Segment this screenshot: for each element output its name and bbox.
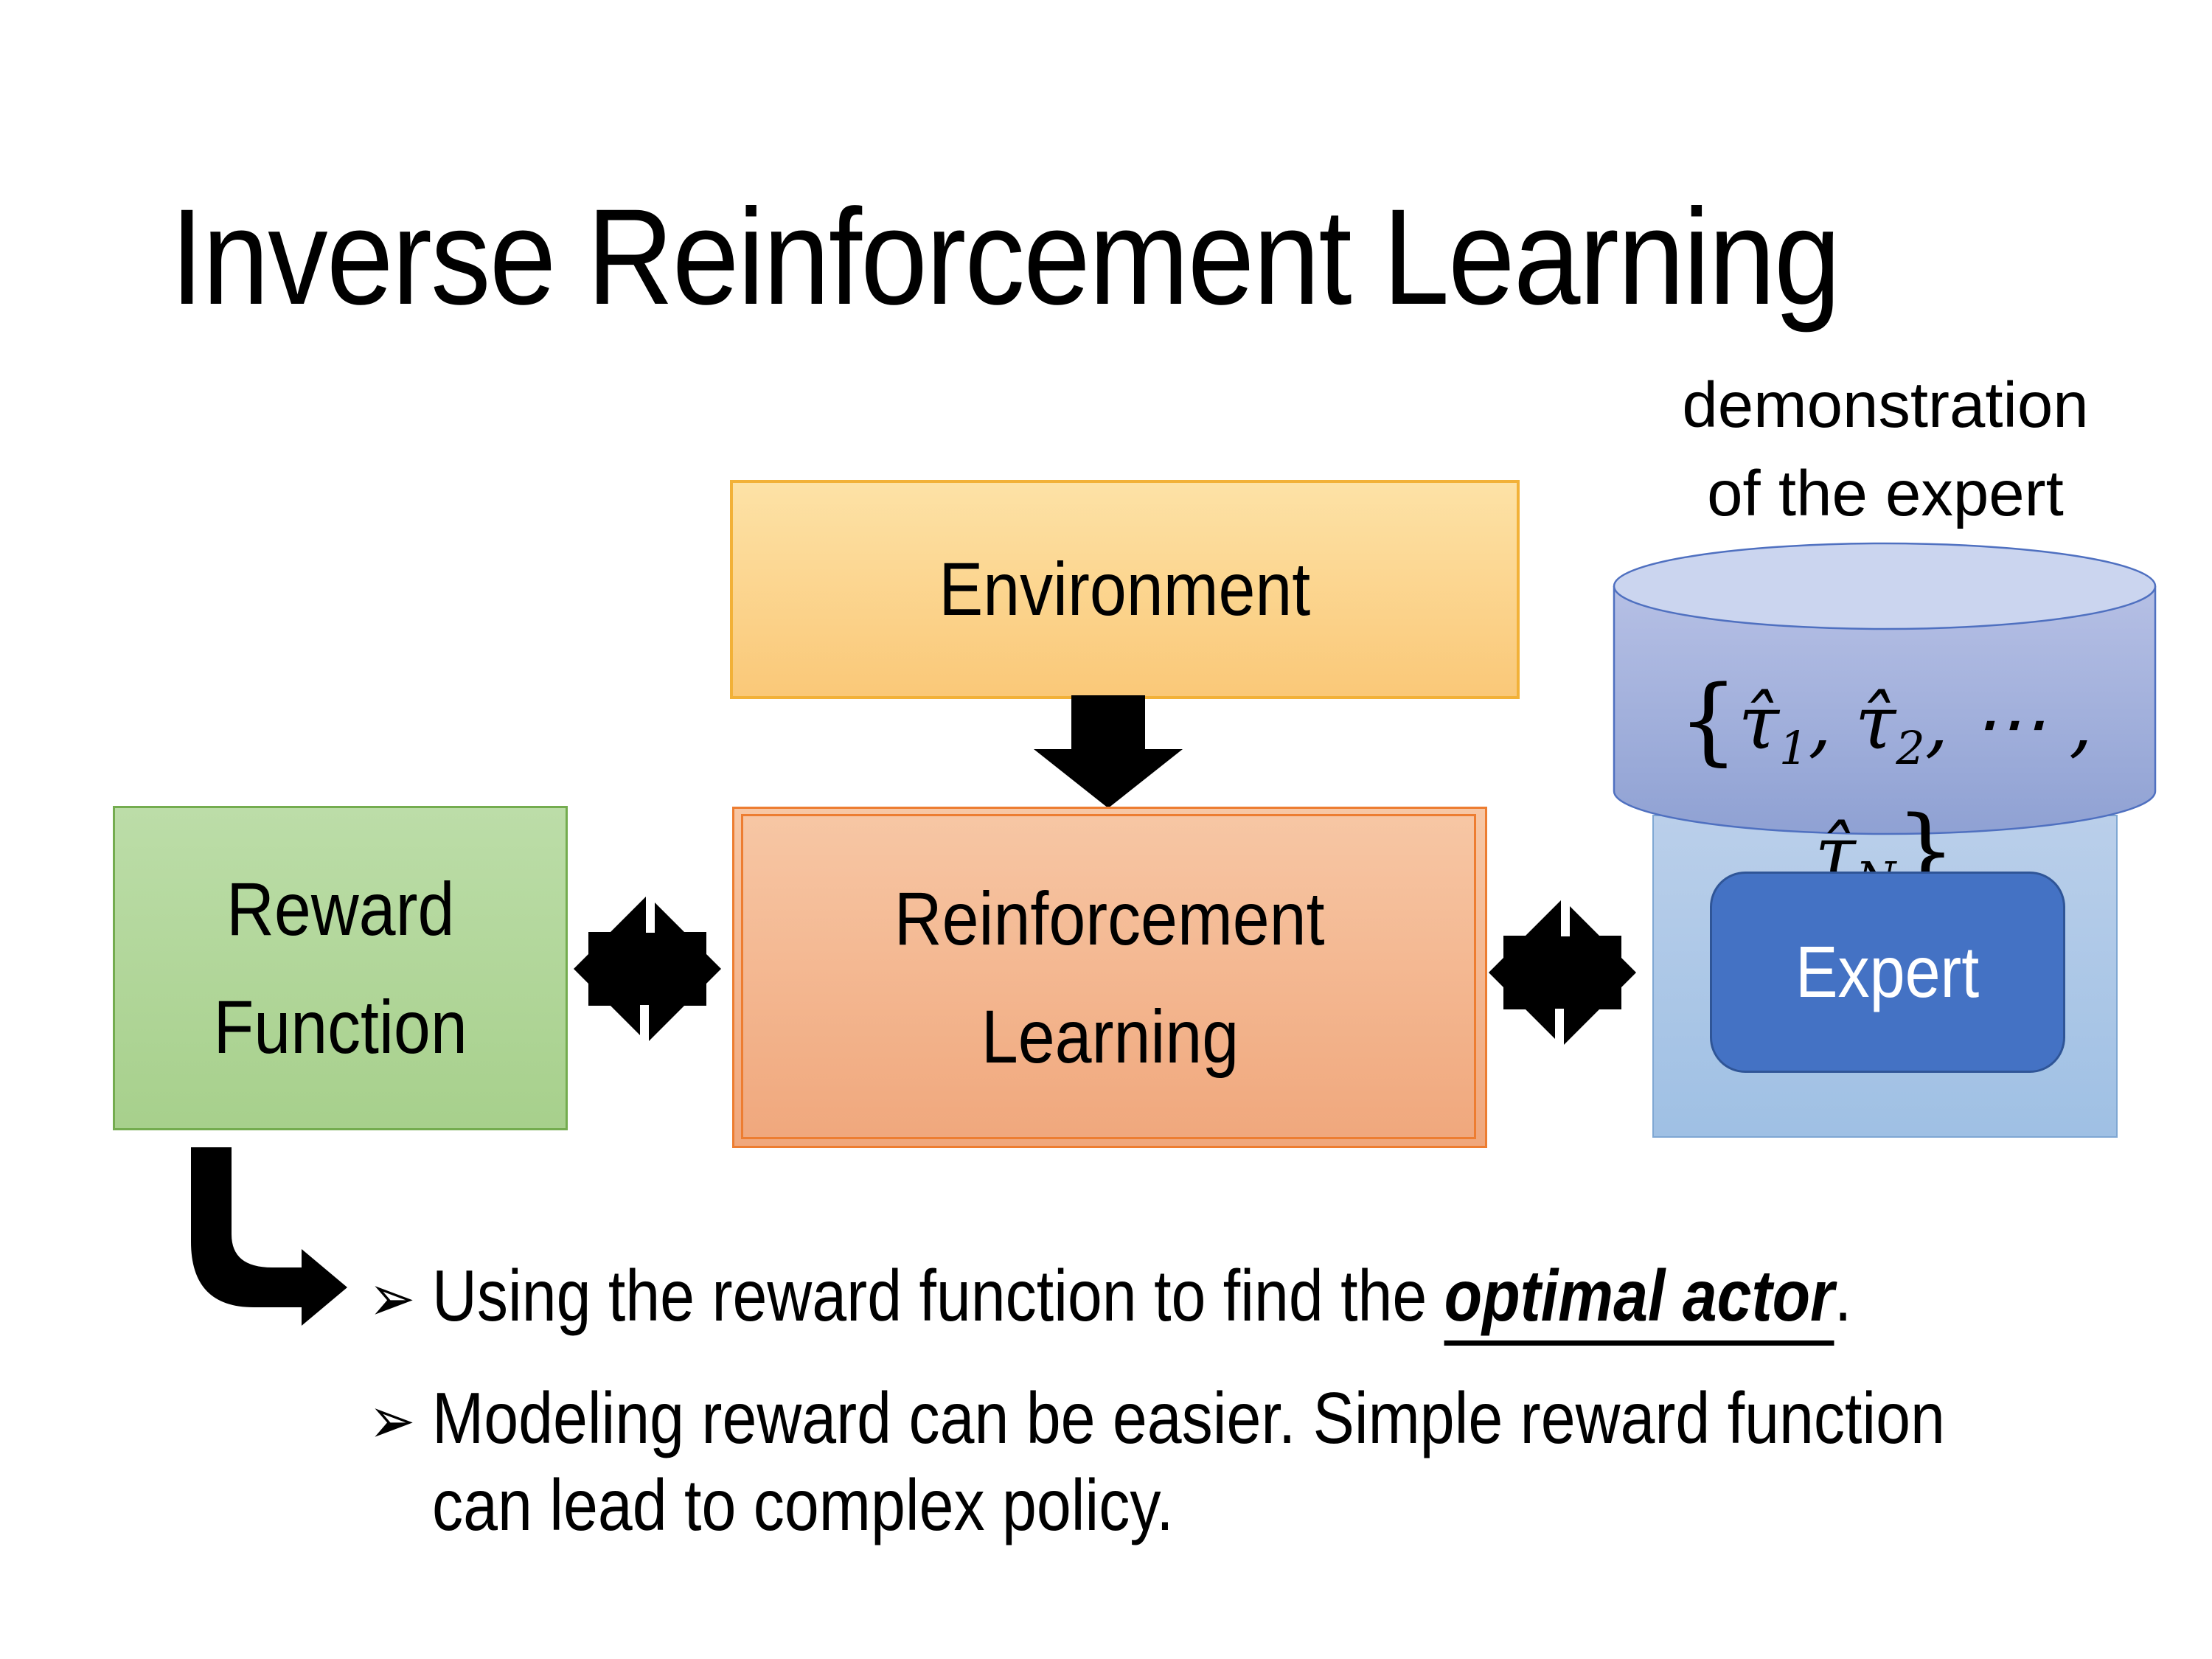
demonstration-annotation: demonstration of the expert	[1590, 361, 2180, 538]
formula-sub1: 1	[1778, 721, 1809, 775]
demonstration-database-cylinder	[1613, 542, 2157, 835]
reward-label-line2: Function	[213, 985, 467, 1069]
formula-tau2: τ̂	[1854, 680, 1896, 766]
reinforcement-learning-box: Reinforcement Learning	[732, 807, 1487, 1148]
bullet2-text: Modeling reward can be easier. Simple re…	[432, 1377, 1945, 1545]
environment-label: Environment	[939, 547, 1311, 631]
bullet1-text-post: .	[1834, 1255, 1852, 1336]
exchange-arrow-left-icon	[574, 894, 721, 1044]
annotation-line1: demonstration	[1682, 369, 2089, 441]
bullet1-text-pre: Using the reward function to find the	[432, 1255, 1444, 1336]
annotation-line2: of the expert	[1707, 458, 2064, 529]
formula-sep2: , ⋯ ,	[1924, 680, 2093, 766]
elbow-right-arrow-icon	[191, 1147, 347, 1326]
formula-sep1: ,	[1808, 680, 1855, 766]
exchange-arrow-right-icon	[1489, 897, 1636, 1048]
formula-open-brace: {	[1678, 666, 1739, 776]
reward-label-line1: Reward	[226, 867, 455, 951]
bullet1-emphasis: optimal actor	[1444, 1255, 1834, 1346]
bullet-item-1: ➢Using the reward function to find the o…	[369, 1253, 2212, 1346]
page-title: Inverse Reinforcement Learning	[170, 181, 2067, 333]
formula-tau1: τ̂	[1738, 680, 1779, 766]
rl-label-line1: Reinforcement	[894, 876, 1325, 961]
expert-box: Expert	[1710, 872, 2065, 1073]
reward-function-box: Reward Function	[113, 806, 568, 1130]
bullet-item-2: ➢Modeling reward can be easier. Simple r…	[369, 1376, 2175, 1548]
environment-box: Environment	[730, 480, 1520, 699]
page-title-text: Inverse Reinforcement Learning	[170, 181, 1841, 333]
bullet-marker-icon: ➢	[369, 1262, 416, 1335]
reinforcement-learning-box-inner-frame	[741, 814, 1476, 1139]
bullet-marker-icon: ➢	[369, 1384, 416, 1457]
rl-label-line2: Learning	[981, 994, 1239, 1079]
formula-sub2: 2	[1896, 721, 1925, 775]
down-arrow-icon	[1034, 695, 1183, 808]
expert-label: Expert	[1795, 931, 1980, 1012]
